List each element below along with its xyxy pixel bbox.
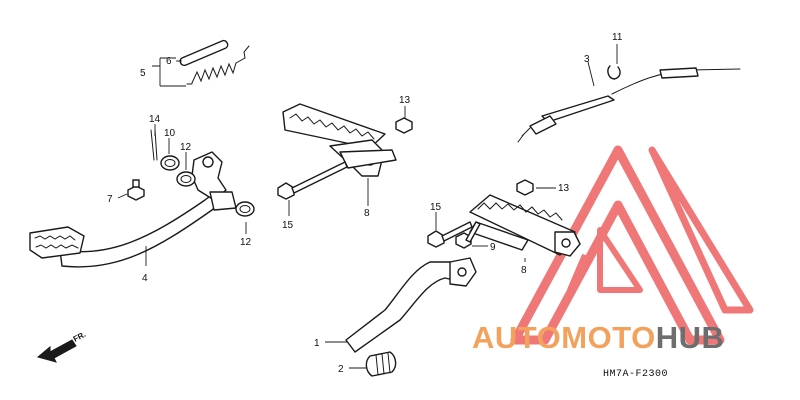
- leader-lines: [117, 44, 618, 369]
- callout-4: 4: [142, 273, 148, 284]
- callout-10: 10: [164, 128, 176, 139]
- bolt-7: [127, 179, 145, 201]
- callout-1: 1: [314, 338, 320, 349]
- callout-2: 2: [338, 364, 344, 375]
- watermark-moto: MOTO: [561, 320, 655, 355]
- callout-3: 3: [584, 54, 590, 65]
- return-spring: [186, 45, 250, 85]
- footpeg-lower: [469, 194, 581, 257]
- callout-14: 14: [149, 114, 161, 125]
- pivot-bushing-left: [160, 155, 180, 171]
- callout-7: 7: [107, 194, 113, 205]
- bolt-9: [455, 221, 481, 249]
- callout-labels: 1 2 3 4 5 6 7 8 8 9 10 11 12 12 13 13 14…: [107, 32, 623, 375]
- callout-8-lower: 8: [521, 265, 527, 276]
- bolt-15-lower: [427, 221, 473, 248]
- callout-15-lower: 15: [430, 202, 442, 213]
- callout-13-upper: 13: [399, 95, 411, 106]
- brake-cable: [517, 67, 741, 143]
- watermark-hub: HUB: [656, 320, 725, 355]
- callout-5: 5: [140, 68, 146, 79]
- kick-rubber: [365, 351, 397, 377]
- cotter-pin: [150, 129, 158, 161]
- nut-13-lower: [516, 179, 534, 196]
- callout-11: 11: [612, 32, 623, 43]
- callout-15-upper: 15: [282, 220, 294, 231]
- callout-13-lower: 13: [558, 183, 570, 194]
- brake-pedal-arm: [29, 151, 237, 268]
- diagram-code: HM7A-F2300: [603, 369, 668, 380]
- o-ring-12-upper: [176, 171, 196, 187]
- callout-9: 9: [490, 242, 496, 253]
- bolt-15-upper: [277, 161, 348, 200]
- watermark-auto: AUTO: [472, 320, 561, 355]
- callout-8-upper: 8: [364, 208, 370, 219]
- spring-sleeve: [179, 39, 229, 67]
- nut-13-upper: [395, 117, 413, 134]
- footpeg-upper: [282, 103, 397, 177]
- kick-arm: [345, 257, 477, 353]
- o-ring-12-lower: [235, 201, 255, 217]
- callout-6: 6: [166, 56, 172, 67]
- callout-12-lower: 12: [240, 237, 252, 248]
- direction-label: FR.: [72, 330, 88, 344]
- watermark-logo: [510, 145, 754, 345]
- callout-12-upper: 12: [180, 142, 192, 153]
- cable-clip-11: [607, 65, 621, 80]
- front-direction-arrow: FR.: [36, 330, 88, 363]
- watermark-text: AUTOMOTOHUB: [472, 320, 724, 355]
